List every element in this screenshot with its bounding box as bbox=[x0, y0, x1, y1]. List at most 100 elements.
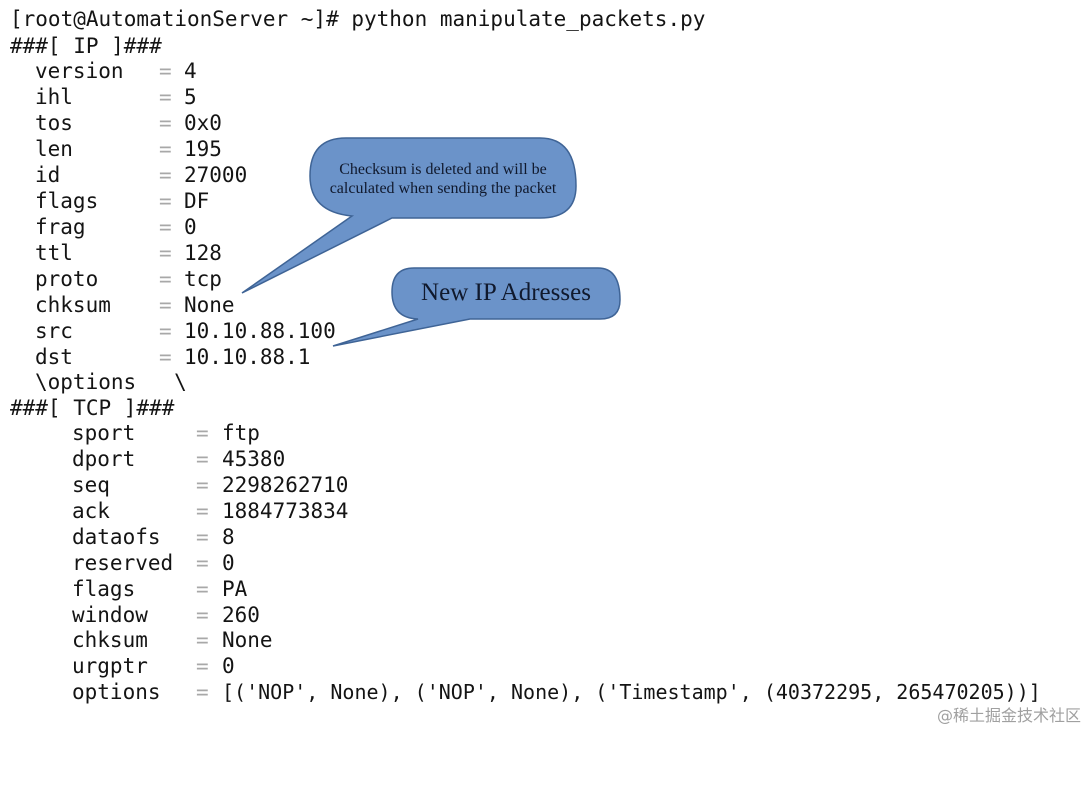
field-key: len bbox=[35, 137, 73, 161]
field-key: window bbox=[72, 603, 148, 627]
field-key: chksum bbox=[72, 628, 148, 652]
ip-header-label: ###[ IP ]### bbox=[10, 34, 162, 58]
field-value: 2298262710 bbox=[222, 473, 349, 497]
field-value: tcp bbox=[184, 267, 222, 291]
field-value: None bbox=[184, 293, 235, 317]
field-equals: = bbox=[159, 345, 172, 369]
field-equals: = bbox=[196, 525, 209, 549]
ip-field-row: ttl = 128 bbox=[0, 240, 222, 266]
watermark: @稀土掘金技术社区 bbox=[936, 706, 1081, 725]
field-equals: = bbox=[159, 163, 172, 187]
field-equals: = bbox=[196, 680, 209, 704]
ip-field-row: flags = DF bbox=[0, 188, 209, 214]
field-equals: = bbox=[159, 215, 172, 239]
tcp-field-row: flags = PA bbox=[0, 576, 247, 602]
tcp-header: ###[ TCP ]### bbox=[0, 395, 174, 421]
ip-header: ###[ IP ]### bbox=[0, 33, 162, 59]
ip-field-row: len = 195 bbox=[0, 136, 222, 162]
field-key: dport bbox=[72, 447, 136, 471]
ip-field-row: proto = tcp bbox=[0, 266, 222, 292]
field-value: 128 bbox=[184, 241, 222, 265]
ip-field-row: src = 10.10.88.100 bbox=[0, 318, 336, 344]
field-value: 260 bbox=[222, 603, 260, 627]
field-equals: = bbox=[196, 603, 209, 627]
field-value: 0 bbox=[222, 654, 235, 678]
field-key: chksum bbox=[35, 293, 111, 317]
field-value: PA bbox=[222, 577, 248, 601]
field-key: sport bbox=[72, 421, 136, 445]
field-equals: = bbox=[196, 421, 209, 445]
ip-field-row: ihl = 5 bbox=[0, 84, 197, 110]
terminal-window[interactable]: [root@AutomationServer ~]# python manipu… bbox=[0, 0, 1087, 730]
ip-options-label: \options \ bbox=[35, 370, 187, 394]
prompt-line: [root@AutomationServer ~]# python manipu… bbox=[0, 6, 705, 32]
field-equals: = bbox=[196, 473, 209, 497]
field-key: ttl bbox=[35, 241, 73, 265]
ip-field-row: id = 27000 bbox=[0, 162, 247, 188]
field-key: urgptr bbox=[72, 654, 148, 678]
tcp-field-row: ack = 1884773834 bbox=[0, 498, 348, 524]
field-value: DF bbox=[184, 189, 210, 213]
field-value: 45380 bbox=[222, 447, 286, 471]
field-value: 8 bbox=[222, 525, 235, 549]
field-equals: = bbox=[159, 59, 172, 83]
field-value: ftp bbox=[222, 421, 260, 445]
field-value: 4 bbox=[184, 59, 197, 83]
tcp-field-row: chksum = None bbox=[0, 627, 273, 653]
checksum-callout-text: Checksum is deleted and will be calculat… bbox=[310, 160, 576, 198]
field-equals: = bbox=[196, 654, 209, 678]
field-value: 27000 bbox=[184, 163, 248, 187]
tcp-field-row: urgptr = 0 bbox=[0, 653, 235, 679]
field-equals: = bbox=[159, 293, 172, 317]
field-value: None bbox=[222, 628, 273, 652]
field-equals: = bbox=[159, 137, 172, 161]
field-value: 0 bbox=[222, 551, 235, 575]
field-key: flags bbox=[72, 577, 136, 601]
field-equals: = bbox=[196, 628, 209, 652]
field-key: options bbox=[72, 680, 161, 704]
field-key: proto bbox=[35, 267, 99, 291]
field-equals: = bbox=[196, 577, 209, 601]
field-key: id bbox=[35, 163, 61, 187]
field-key: reserved bbox=[72, 551, 174, 575]
ip-field-row: frag = 0 bbox=[0, 214, 197, 240]
ip-field-row: chksum = None bbox=[0, 292, 235, 318]
field-equals: = bbox=[159, 267, 172, 291]
field-key: flags bbox=[35, 189, 99, 213]
field-value: 10.10.88.100 bbox=[184, 319, 336, 343]
field-equals: = bbox=[159, 241, 172, 265]
field-key: ihl bbox=[35, 85, 73, 109]
tcp-field-row: window = 260 bbox=[0, 602, 260, 628]
tcp-header-label: ###[ TCP ]### bbox=[10, 396, 175, 420]
field-value: 1884773834 bbox=[222, 499, 349, 523]
field-value: 195 bbox=[184, 137, 222, 161]
field-equals: = bbox=[159, 85, 172, 109]
field-key: version bbox=[35, 59, 124, 83]
field-equals: = bbox=[196, 447, 209, 471]
field-value: 0x0 bbox=[184, 111, 222, 135]
ip-options-row: \options \ bbox=[0, 369, 187, 395]
field-equals: = bbox=[159, 319, 172, 343]
ip-field-row: dst = 10.10.88.1 bbox=[0, 344, 310, 370]
tcp-field-row: dataofs = 8 bbox=[0, 524, 235, 550]
field-key: src bbox=[35, 319, 73, 343]
field-key: dataofs bbox=[72, 525, 161, 549]
field-equals: = bbox=[159, 111, 172, 135]
tcp-field-row: dport = 45380 bbox=[0, 446, 285, 472]
field-value: 10.10.88.1 bbox=[184, 345, 311, 369]
field-key: seq bbox=[72, 473, 110, 497]
checksum-callout-line-2: calculated when sending the packet bbox=[329, 180, 557, 197]
tcp-field-row: sport = ftp bbox=[0, 420, 260, 446]
command-prompt: [root@AutomationServer ~]# python manipu… bbox=[10, 7, 706, 31]
ip-field-row: tos = 0x0 bbox=[0, 110, 222, 136]
field-equals: = bbox=[159, 189, 172, 213]
tcp-field-row: seq = 2298262710 bbox=[0, 472, 348, 498]
field-equals: = bbox=[196, 499, 209, 523]
field-value: [('NOP', None), ('NOP', None), ('Timesta… bbox=[222, 680, 1041, 704]
tcp-field-row: options = [('NOP', None), ('NOP', None),… bbox=[0, 679, 1041, 705]
tcp-field-row: reserved = 0 bbox=[0, 550, 235, 576]
field-key: ack bbox=[72, 499, 110, 523]
field-key: tos bbox=[35, 111, 73, 135]
field-value: 5 bbox=[184, 85, 197, 109]
field-key: frag bbox=[35, 215, 86, 239]
